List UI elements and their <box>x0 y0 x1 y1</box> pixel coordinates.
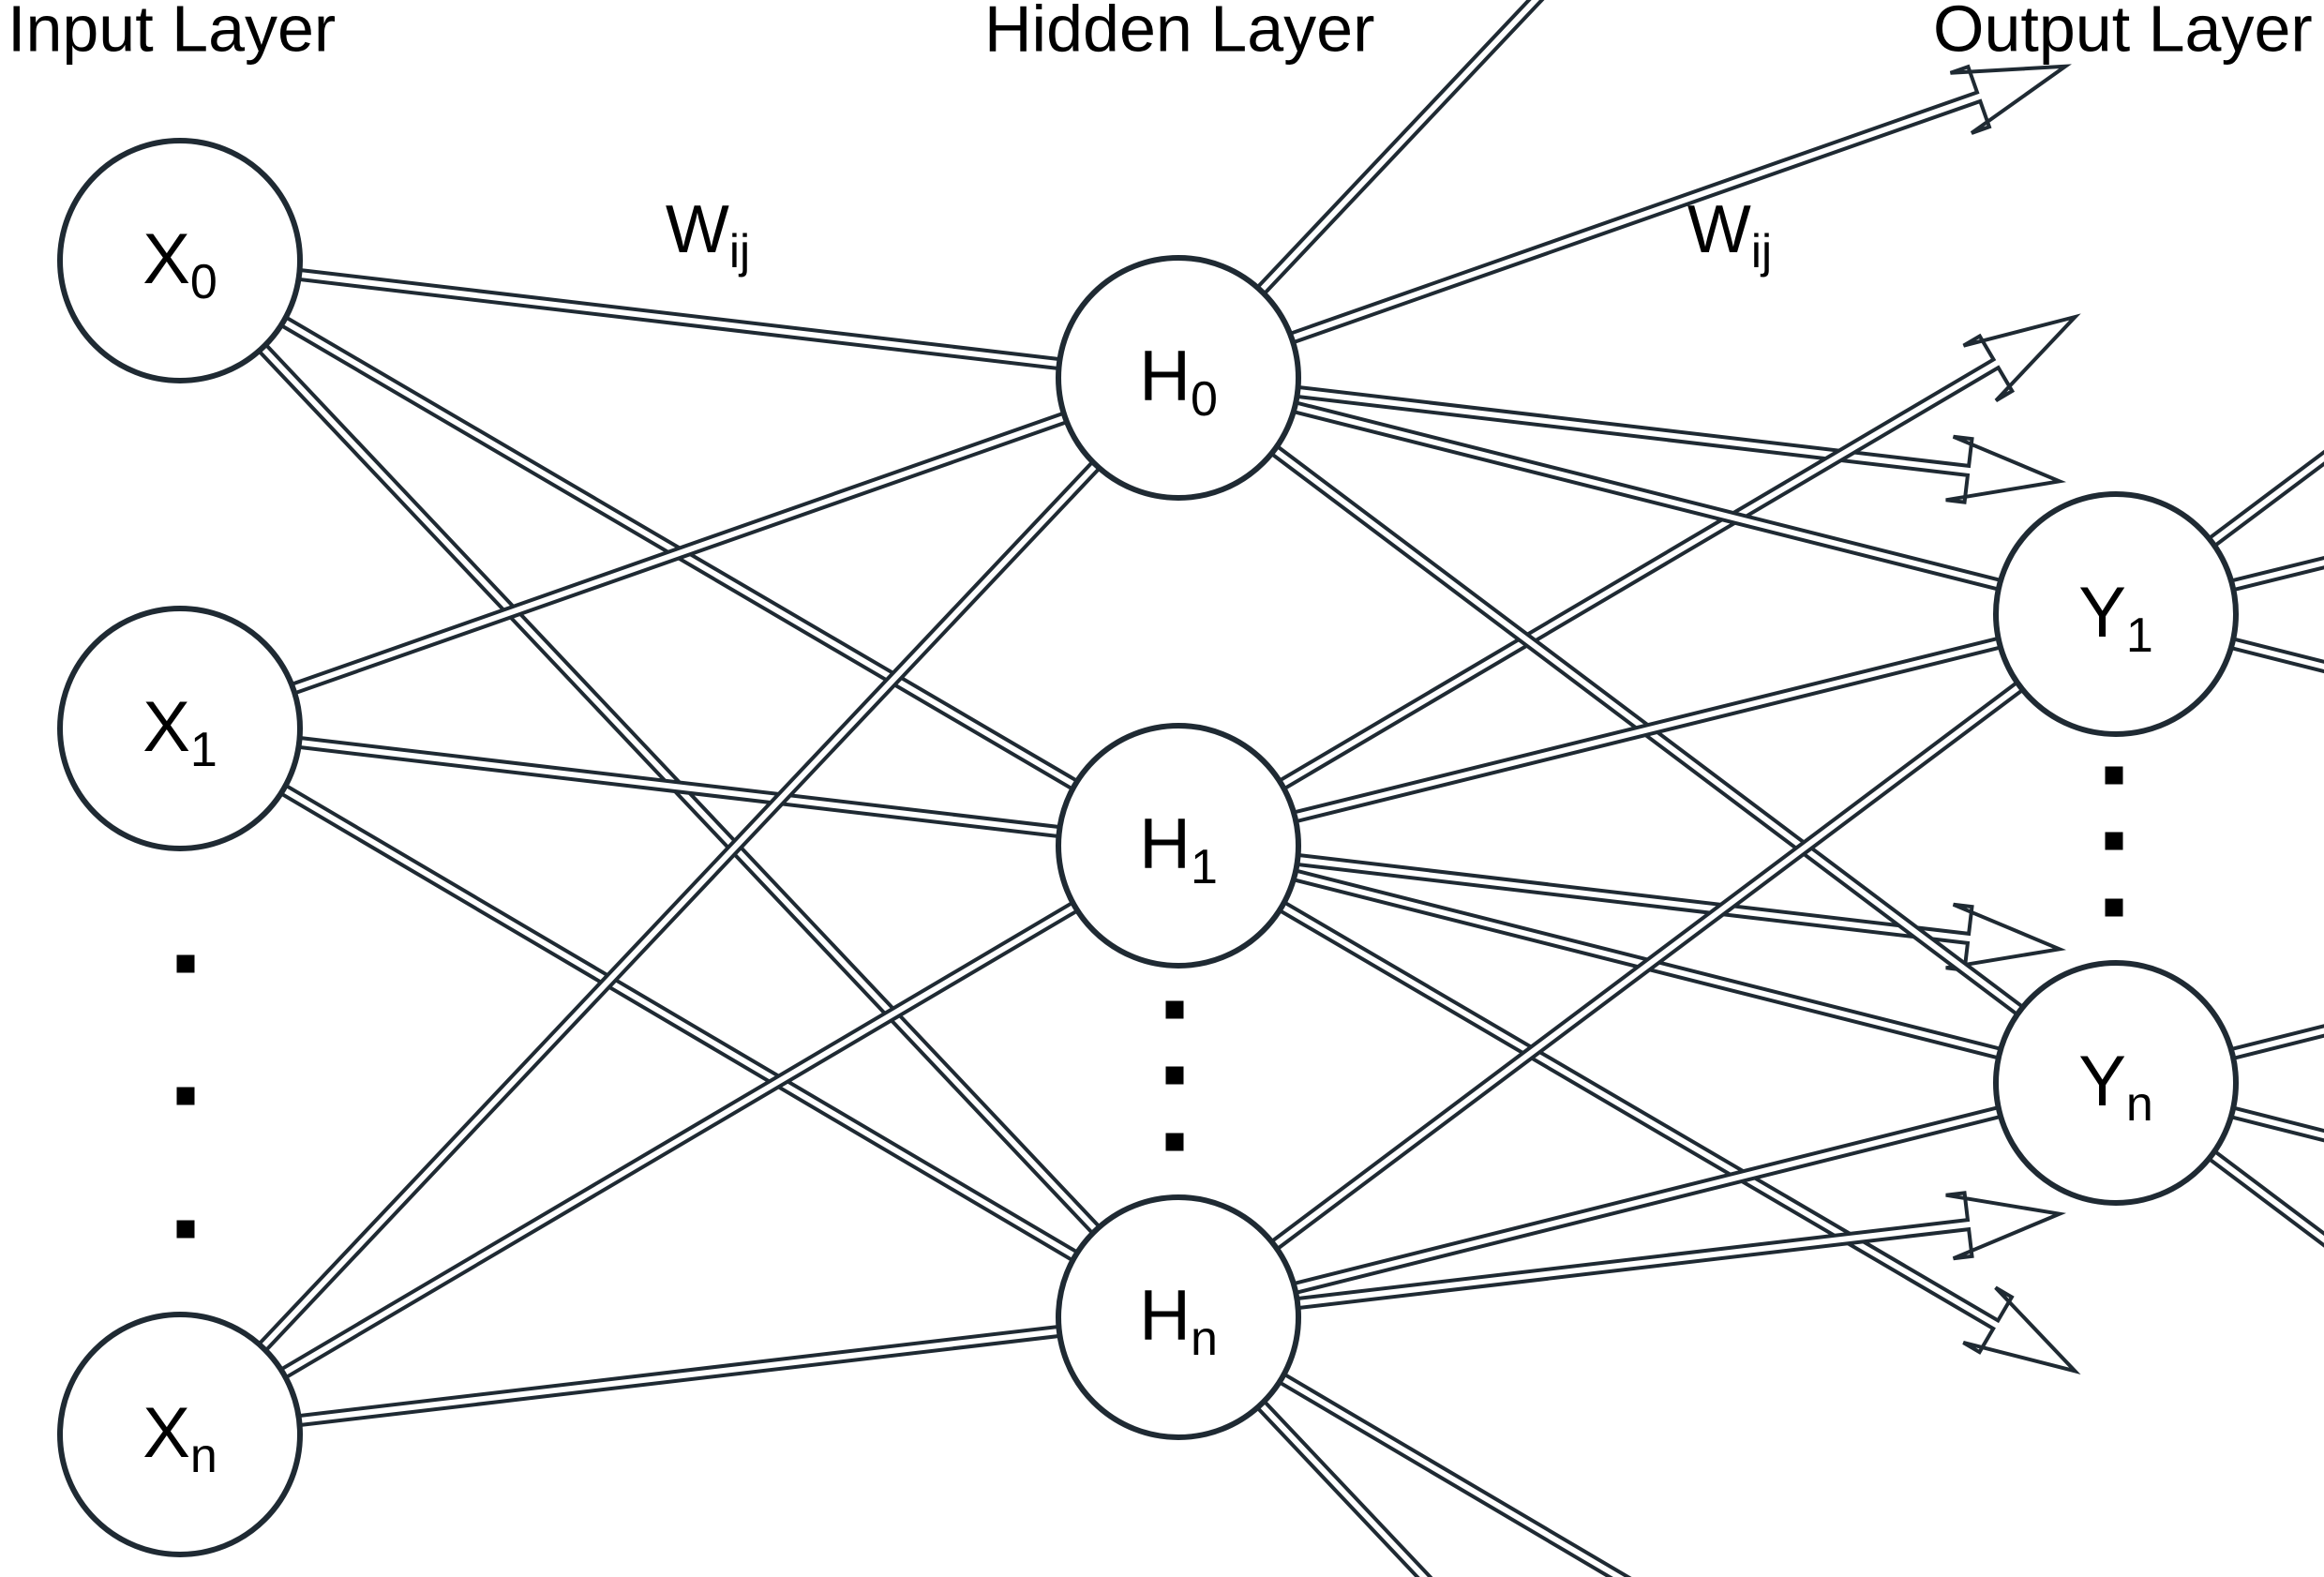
node-label-subscript: 1 <box>1191 840 1218 894</box>
node-label-subscript: 0 <box>1191 372 1218 427</box>
node-label-base: H <box>1139 1276 1191 1356</box>
node-circle-xn <box>57 1312 303 1557</box>
ellipsis-dot-input-2 <box>176 1087 195 1105</box>
node-hn[interactable]: Hn <box>1056 1194 1301 1440</box>
node-label-y1: Y1 <box>2078 573 2153 663</box>
node-h1[interactable]: H1 <box>1056 723 1301 969</box>
ellipsis-dot-output-2 <box>2105 832 2123 850</box>
node-label-subscript: n <box>190 1429 217 1483</box>
ellipsis-dot-output-1 <box>2105 766 2123 785</box>
ellipsis-dot-hidden-2 <box>1165 1066 1184 1085</box>
node-label-base: Y <box>2078 1042 2126 1121</box>
node-label-base: X <box>142 1393 190 1473</box>
weight-subscript: ij <box>729 225 750 278</box>
node-label-subscript: n <box>2126 1077 2153 1132</box>
node-label-h0: H0 <box>1139 337 1218 427</box>
node-label-yn: Yn <box>2078 1042 2153 1132</box>
node-label-x1: X1 <box>142 687 217 777</box>
node-circle-x1 <box>57 606 303 851</box>
node-label-hn: Hn <box>1139 1276 1218 1366</box>
layer-title-input: Input Layer <box>7 0 336 65</box>
weight-label-hidden-output: Wij <box>1687 192 1772 278</box>
node-circle-x0 <box>57 138 303 383</box>
node-label-subscript: 1 <box>190 723 217 777</box>
node-x1[interactable]: X1 <box>57 606 303 851</box>
ellipsis-group <box>176 766 2123 1239</box>
node-circle-hn <box>1056 1194 1301 1440</box>
node-label-subscript: 0 <box>190 255 217 309</box>
node-label-base: H <box>1139 804 1191 884</box>
ellipsis-dot-input-1 <box>176 954 195 973</box>
node-circle-yn <box>1993 960 2239 1206</box>
layer-title-hidden: Hidden Layer <box>984 0 1374 65</box>
ellipsis-dot-input-3 <box>176 1220 195 1239</box>
node-h0[interactable]: H0 <box>1056 255 1301 501</box>
node-x0[interactable]: X0 <box>57 138 303 383</box>
node-label-h1: H1 <box>1139 804 1218 894</box>
ellipsis-dot-output-3 <box>2105 898 2123 917</box>
node-circle-h1 <box>1056 723 1301 969</box>
node-label-subscript: n <box>1191 1312 1218 1366</box>
weight-label-input-hidden: Wij <box>666 192 750 278</box>
node-label-base: X <box>142 219 190 299</box>
ellipsis-dot-hidden-3 <box>1165 1133 1184 1151</box>
ellipsis-dot-hidden-1 <box>1165 1000 1184 1019</box>
node-label-subscript: 1 <box>2126 608 2153 663</box>
node-label-base: X <box>142 687 190 767</box>
node-y1[interactable]: Y1 <box>1993 491 2239 737</box>
node-label-base: Y <box>2078 573 2126 653</box>
weight-base: W <box>1687 192 1751 267</box>
node-label-base: H <box>1139 337 1191 416</box>
node-label-xn: Xn <box>142 1393 217 1483</box>
layer-title-output: Output Layer <box>1933 0 2313 65</box>
weight-base: W <box>666 192 729 267</box>
weight-subscript: ij <box>1751 225 1772 278</box>
node-yn[interactable]: Yn <box>1993 960 2239 1206</box>
node-circle-h0 <box>1056 255 1301 501</box>
node-xn[interactable]: Xn <box>57 1312 303 1557</box>
node-label-x0: X0 <box>142 219 217 309</box>
node-circle-y1 <box>1993 491 2239 737</box>
